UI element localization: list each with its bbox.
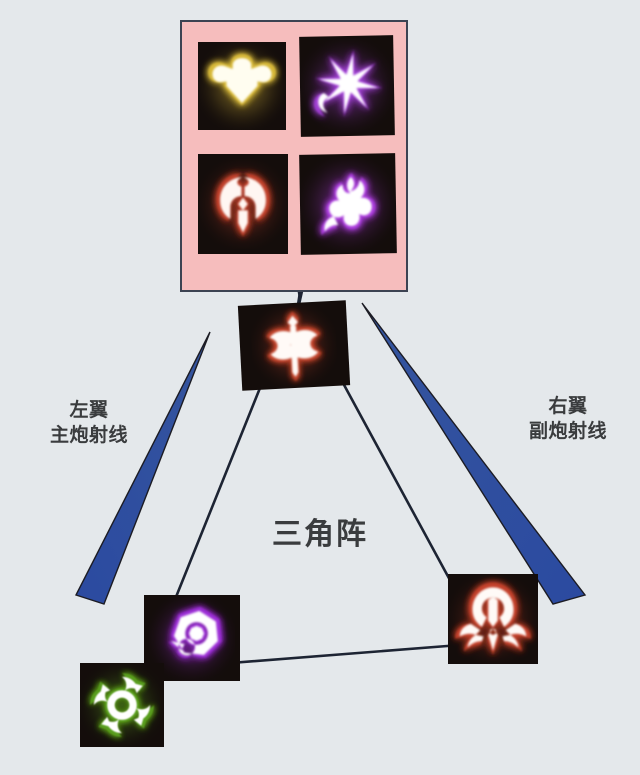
unit-roster-grid xyxy=(182,22,406,290)
roster-slot-3[interactable] xyxy=(198,154,288,254)
roster-slot-4[interactable] xyxy=(299,153,397,255)
node-left-wing-secondary[interactable] xyxy=(80,663,164,747)
left-wing-annotation: 左翼 主炮射线 xyxy=(24,398,154,448)
crimson-horned-crest-sigil-icon xyxy=(198,154,288,254)
right-wing-subtitle: 副炮射线 xyxy=(528,421,607,442)
right-wing-fire-arc xyxy=(361,302,587,605)
right-wing-annotation: 右翼 副炮射线 xyxy=(508,394,628,444)
roster-slot-1[interactable] xyxy=(198,42,286,130)
node-right-wing-primary[interactable] xyxy=(448,574,538,664)
panel-to-apex-connector xyxy=(297,288,304,306)
crimson-phoenix-sigil-icon xyxy=(448,574,538,664)
gilded-crest-sigil-icon xyxy=(198,42,286,130)
left-wing-fire-arc xyxy=(75,331,211,605)
left-wing-subtitle: 主炮射线 xyxy=(49,425,128,446)
purple-chaos-star-sigil-icon xyxy=(299,35,395,137)
formation-name-label: 三角阵 xyxy=(272,518,368,551)
crimson-cross-axe-sigil-icon xyxy=(238,300,350,391)
violet-hex-ring-sigil-icon xyxy=(144,595,240,681)
violet-flame-cluster-sigil-icon xyxy=(299,153,397,255)
left-wing-title: 左翼 xyxy=(69,400,109,421)
node-apex-vanguard[interactable] xyxy=(237,300,351,391)
link-apex-to-right xyxy=(341,381,459,595)
unit-roster-panel[interactable] xyxy=(180,20,408,292)
right-wing-title: 右翼 xyxy=(548,396,588,417)
link-apex-to-left xyxy=(174,381,264,599)
verdant-swirl-sigil-icon xyxy=(80,663,164,747)
roster-slot-2[interactable] xyxy=(299,35,395,137)
